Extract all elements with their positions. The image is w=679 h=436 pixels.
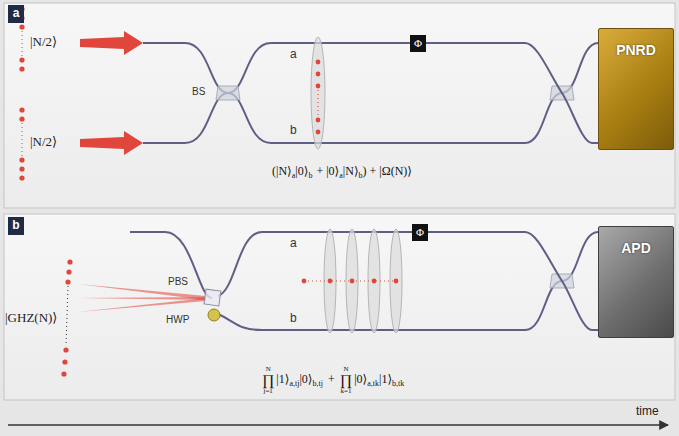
formula-term: |N⟩ bbox=[343, 164, 359, 178]
formula-term: b,tj bbox=[313, 379, 323, 388]
state-formula: (|N⟩a|0⟩b+ |0⟩a|N⟩b) + |Ω(N)⟩ bbox=[272, 165, 412, 180]
formula-term: b bbox=[308, 171, 312, 180]
panel-frame bbox=[4, 3, 675, 208]
node-text: a bbox=[13, 7, 20, 20]
photon-chain bbox=[61, 259, 72, 376]
waveguide-connector bbox=[426, 43, 598, 143]
formula-term: ∏ bbox=[340, 373, 352, 388]
formula-term: |1⟩ bbox=[379, 372, 392, 386]
formula-term: a bbox=[339, 171, 343, 180]
product-operator: N∏j=1 bbox=[262, 366, 274, 395]
photon-wavepacket bbox=[311, 37, 325, 149]
photon-dots bbox=[318, 90, 319, 116]
panel-label: a bbox=[8, 5, 24, 23]
formula-term: + |0⟩ bbox=[316, 164, 339, 178]
formula-term: N bbox=[343, 366, 348, 373]
input-beam bbox=[78, 284, 206, 312]
time-axis bbox=[8, 424, 668, 425]
state-label: |N/2⟩ bbox=[30, 135, 57, 149]
panel-label: b bbox=[8, 217, 24, 235]
formula-term: b bbox=[359, 171, 363, 180]
formula-term: |0⟩ bbox=[354, 372, 367, 386]
state-formula: N∏j=1|1⟩a,tj|0⟩b,tj+N∏k=1|0⟩a,tk|1⟩b,tk bbox=[262, 366, 404, 395]
formula-term: j=1 bbox=[263, 388, 272, 395]
formula-term: |0⟩ bbox=[299, 372, 312, 386]
detector-box: APD bbox=[598, 226, 674, 338]
formula-term: |0⟩ bbox=[295, 164, 308, 178]
arm-label: a bbox=[290, 48, 297, 61]
node-text: Φ bbox=[414, 37, 422, 49]
component-label: HWP bbox=[166, 314, 189, 325]
arm-label: a bbox=[290, 237, 297, 250]
chain-link bbox=[66, 286, 68, 346]
formula-term: + bbox=[328, 372, 335, 386]
photon bbox=[302, 279, 399, 284]
arm-label: b bbox=[290, 312, 297, 325]
node-text: b bbox=[12, 219, 19, 232]
input-arrow bbox=[80, 31, 143, 55]
photon-chain-dots bbox=[22, 31, 23, 156]
hwp-plate bbox=[208, 309, 220, 321]
waveguide bbox=[143, 43, 598, 143]
panel-frame bbox=[4, 214, 675, 400]
detector-box: PNRD bbox=[598, 28, 674, 150]
component-label: BS bbox=[192, 86, 205, 97]
component-label: PBS bbox=[168, 276, 188, 287]
formula-term: a bbox=[292, 171, 296, 180]
waveguide-connector bbox=[428, 232, 598, 330]
beam-splitter bbox=[216, 86, 574, 100]
formula-term: a,tj bbox=[289, 379, 299, 388]
formula-term: |1⟩ bbox=[276, 372, 289, 386]
formula-term: b,tk bbox=[392, 379, 404, 388]
pbs-cube bbox=[204, 289, 221, 306]
formula-term: N bbox=[266, 366, 271, 373]
state-label: |GHZ(N)⟩ bbox=[5, 311, 57, 325]
arm-label: b bbox=[290, 124, 297, 137]
formula-term: ∏ bbox=[262, 373, 274, 388]
formula-term: a,tk bbox=[367, 379, 379, 388]
photon-chain bbox=[19, 6, 24, 180]
node-text: APD bbox=[621, 241, 651, 256]
product-operator: N∏k=1 bbox=[340, 366, 352, 395]
formula-term: (|N⟩ bbox=[272, 164, 292, 178]
node-text: PNRD bbox=[616, 43, 656, 58]
axis-label: time bbox=[636, 405, 659, 418]
phase-shifter: Φ bbox=[412, 224, 428, 241]
formula-term: k=1 bbox=[340, 388, 351, 395]
phase-shifter: Φ bbox=[410, 35, 426, 52]
waveguide bbox=[130, 232, 598, 330]
input-arrow bbox=[80, 131, 143, 155]
formula-term: ) + |Ω(N)⟩ bbox=[363, 164, 412, 178]
photon-wavepacket bbox=[324, 229, 402, 333]
node-text: Φ bbox=[416, 226, 424, 238]
photon bbox=[316, 60, 321, 135]
state-label: |N/2⟩ bbox=[30, 35, 57, 49]
